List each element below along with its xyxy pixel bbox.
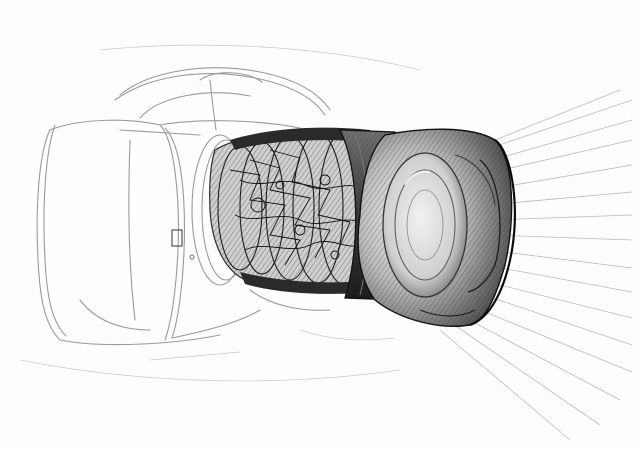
hood-rim xyxy=(469,139,516,327)
lens-internals xyxy=(209,127,376,294)
front-lens-element xyxy=(382,152,468,298)
construction-strokes xyxy=(19,44,421,382)
perspective-lines xyxy=(439,89,633,441)
